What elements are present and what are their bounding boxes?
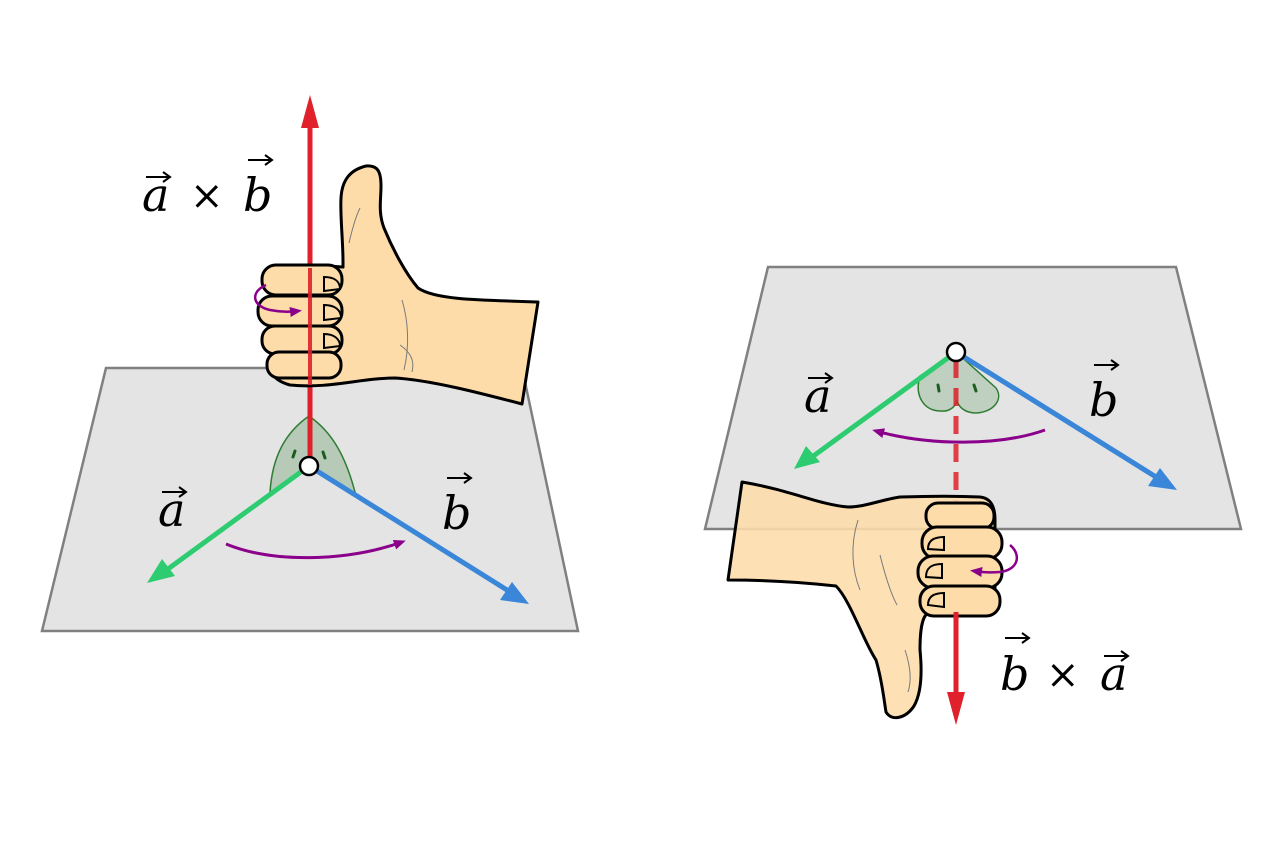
right-product-b: b: [1000, 647, 1029, 701]
left-vector-a-arrow: [147, 463, 311, 583]
left-vector-b-label: b: [442, 472, 473, 540]
left-angle-dot-2: [321, 450, 327, 460]
right-vector-a-label: a: [804, 369, 834, 423]
right-origin-point: [945, 341, 967, 363]
left-product-b: b: [243, 168, 272, 222]
left-hand-rotation-arrow: [254, 283, 302, 317]
right-vector-b-arrow: [954, 349, 1177, 490]
left-angle-dot-1: [291, 449, 297, 459]
thumbs-up-hand: [254, 164, 540, 406]
right-cross-product-arrow: [947, 612, 965, 725]
right-hand-rotation-arrow: [970, 544, 1019, 577]
svg-text:b: b: [1089, 373, 1118, 427]
left-figure: a × b a b: [40, 95, 580, 633]
right-figure: b × a a b: [703, 265, 1243, 725]
right-vector-b-label: b: [1089, 359, 1120, 427]
right-rotation-arrow: [872, 428, 1046, 444]
right-plane: [703, 265, 1243, 531]
right-angle-dot-1: [936, 383, 941, 393]
right-product-times: ×: [1046, 652, 1080, 698]
right-product-label: b × a: [1000, 632, 1130, 701]
left-product-label: a × b: [142, 154, 274, 222]
left-rotation-arrow: [225, 539, 406, 560]
right-vector-a-arrow: [794, 349, 958, 469]
left-product-times: ×: [190, 173, 224, 219]
right-angle-dot-2: [972, 383, 978, 393]
left-vector-b-arrow: [307, 463, 529, 604]
left-vector-a-label: a: [158, 483, 188, 537]
left-origin-point: [298, 455, 320, 477]
svg-text:b: b: [442, 486, 471, 540]
thumbs-down-hand: [726, 480, 1019, 720]
